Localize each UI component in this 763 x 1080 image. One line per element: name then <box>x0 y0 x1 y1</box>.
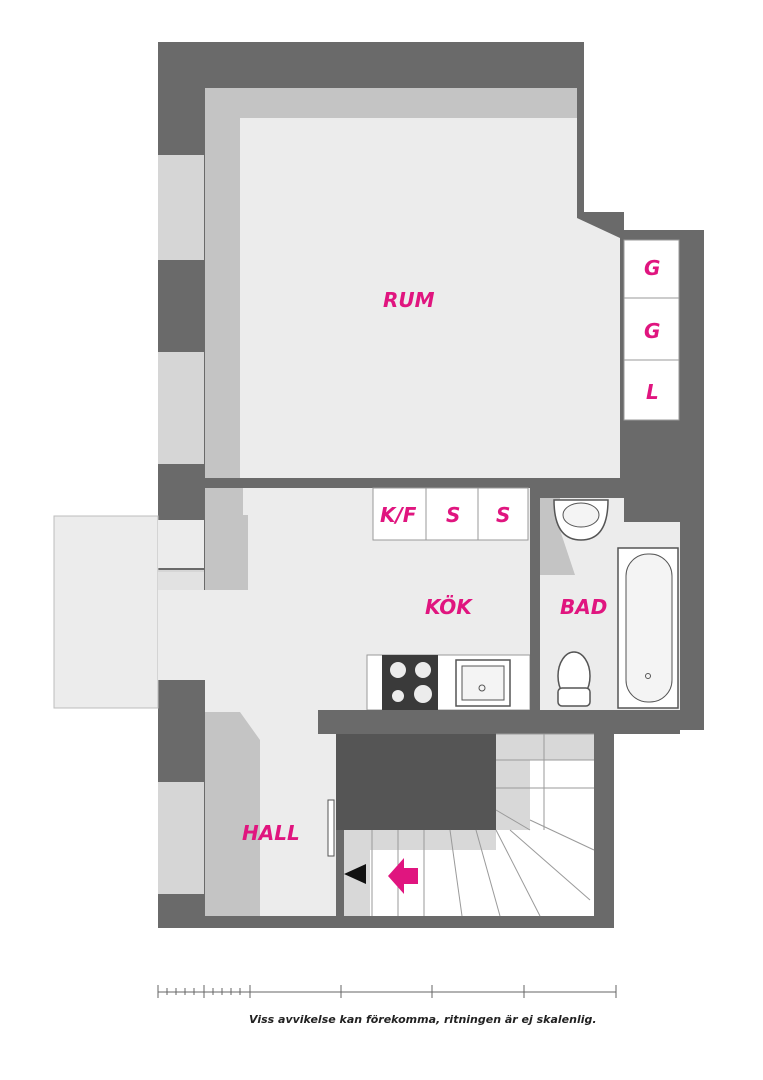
stove-icon <box>382 655 438 710</box>
balcony-door-opening <box>158 520 204 568</box>
room-label-hall: HALL <box>242 821 300 845</box>
closet-label-3: L <box>646 380 659 404</box>
room-label-rum: RUM <box>383 288 435 312</box>
room-label-bad: BAD <box>560 595 607 619</box>
wall-kok-bad-lower <box>530 622 540 714</box>
wall-kok-stairs <box>318 710 680 734</box>
bathtub-icon <box>617 547 679 709</box>
balcony <box>53 515 159 709</box>
cabinet-label-s1: S <box>446 503 460 527</box>
stair-core <box>336 734 496 830</box>
cabinet-label-kf: K/F <box>380 503 417 527</box>
window-1 <box>158 155 204 260</box>
closet-panel <box>623 239 680 421</box>
closet-label-2: G <box>644 319 660 343</box>
kitchen-sink-icon <box>455 659 511 707</box>
staircase-icon <box>344 733 595 917</box>
scale-bar <box>157 985 617 998</box>
disclaimer-text: Viss avvikelse kan förekomma, ritningen … <box>249 1013 597 1026</box>
rum-floor <box>205 88 620 478</box>
window-2 <box>158 352 204 464</box>
entrance-arrow-icon <box>388 858 418 894</box>
balcony-passage-floor <box>158 590 205 680</box>
window-4 <box>158 782 204 894</box>
cabinet-label-s2: S <box>496 503 510 527</box>
door-pointer-icon <box>344 864 366 884</box>
room-label-kok: KÖK <box>425 595 473 619</box>
closet-label-1: G <box>644 256 660 280</box>
hall-shadow <box>205 712 260 916</box>
hall-door <box>327 799 335 857</box>
wall-kok-bad-upper <box>530 488 540 568</box>
bad-shadow <box>540 498 575 575</box>
kok-shadow <box>205 488 248 590</box>
wall-rum-kok-left <box>205 478 243 488</box>
washbasin-icon <box>553 499 609 541</box>
bad-wall-top <box>530 488 624 498</box>
toilet-icon <box>557 651 591 707</box>
wall-rum-kok-right <box>326 478 624 488</box>
kitchen-cabinets <box>372 487 529 541</box>
